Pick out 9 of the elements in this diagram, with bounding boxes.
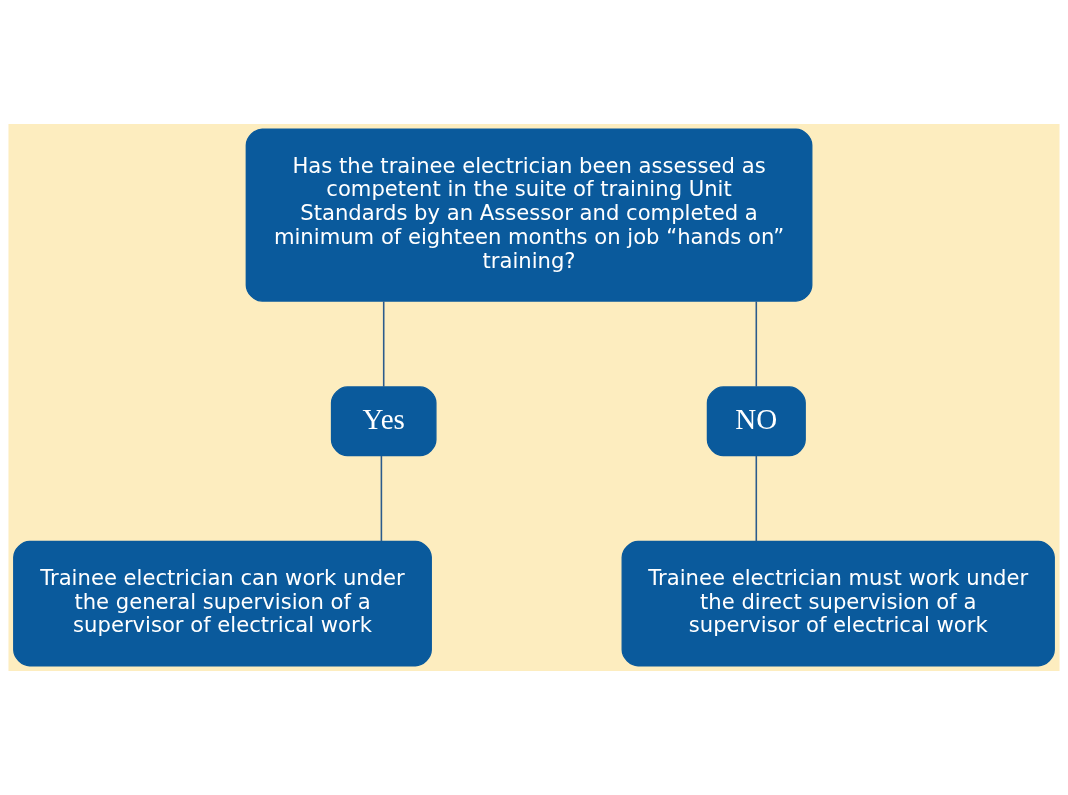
node-box: Has the trainee electrician been assessed as competent in the suite of training Unit Standards by an Assessor and completed a minimum of eighteen months on job “hands on” training?	[245, 128, 813, 302]
node-box: Trainee electrician can work under the general supervision of a supervisor of electrical work	[13, 540, 432, 667]
node-box: Trainee electrician must work under the direct supervision of a supervisor of electrical work	[621, 540, 1055, 667]
connector	[755, 300, 758, 388]
connector	[755, 455, 758, 543]
connector	[380, 455, 383, 543]
connector	[382, 300, 385, 388]
node-box: NO	[706, 386, 806, 457]
node-box: Yes	[330, 386, 437, 457]
